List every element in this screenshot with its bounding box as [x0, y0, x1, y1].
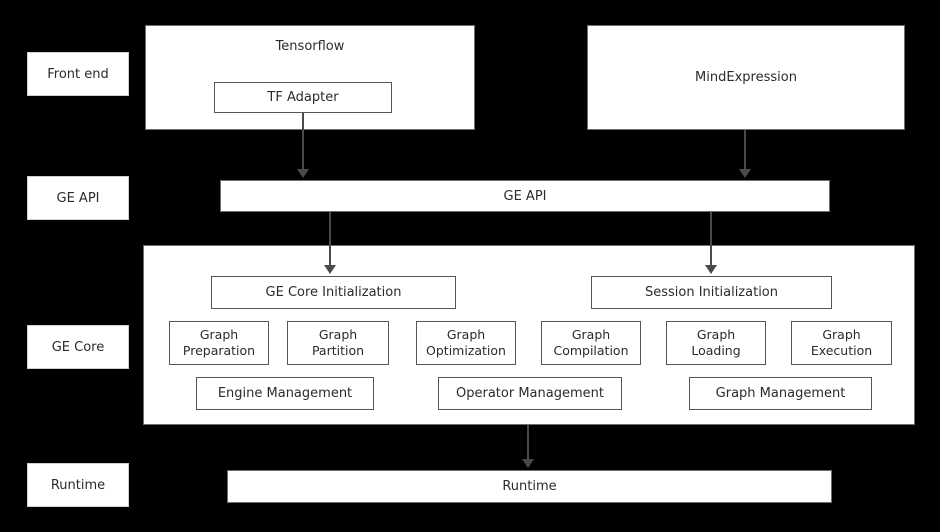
graph-preparation-box: Graph Preparation: [169, 321, 269, 365]
arrow-mindexpression-to-ge-api: [739, 130, 751, 178]
row-label-ge-core: GE Core: [27, 325, 129, 369]
arrow-ge-core-to-runtime: [522, 425, 534, 468]
arrow-tf-adapter-to-ge-api: [297, 113, 309, 178]
graph-management-box: Graph Management: [689, 377, 872, 410]
tensorflow-label: Tensorflow: [275, 39, 345, 54]
ge-core-box: GE Core Initialization Session Initializ…: [143, 245, 915, 425]
arrow-ge-api-to-session-initialization: [705, 212, 717, 274]
graph-loading-box: Graph Loading: [666, 321, 766, 365]
tensorflow-box: Tensorflow TF Adapter: [145, 25, 475, 130]
arrow-ge-api-to-ge-core-initialization: [324, 212, 336, 274]
session-initialization-box: Session Initialization: [591, 276, 832, 309]
row-label-runtime: Runtime: [27, 463, 129, 507]
mindexpression-box: MindExpression: [587, 25, 905, 130]
operator-management-box: Operator Management: [438, 377, 622, 410]
graph-partition-box: Graph Partition: [287, 321, 389, 365]
graph-execution-box: Graph Execution: [791, 321, 892, 365]
engine-management-box: Engine Management: [196, 377, 374, 410]
graph-optimization-box: Graph Optimization: [416, 321, 516, 365]
graph-compilation-box: Graph Compilation: [541, 321, 641, 365]
row-label-ge-api: GE API: [27, 176, 129, 220]
ge-api-bar: GE API: [220, 180, 830, 212]
ge-core-initialization-box: GE Core Initialization: [211, 276, 456, 309]
row-label-front-end: Front end: [27, 52, 129, 96]
runtime-bar: Runtime: [227, 470, 832, 503]
tf-adapter-box: TF Adapter: [214, 82, 392, 113]
